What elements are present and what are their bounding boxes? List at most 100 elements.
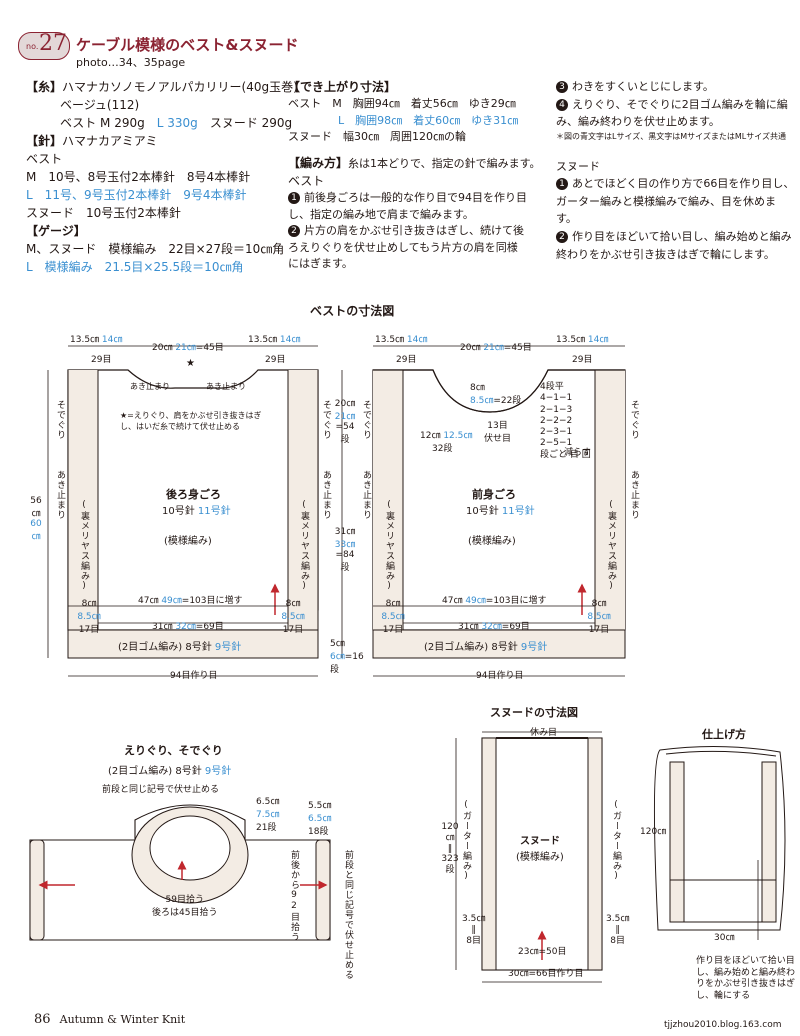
yarn-heading: 【糸】 — [26, 80, 63, 94]
size-vest-m: ベスト M 胸囲94㎝ 着丈56㎝ ゆき29㎝ — [288, 97, 516, 110]
back-armhole-r: そでぐり — [321, 400, 331, 440]
front-neck-bind: 13目伏せ目 — [484, 421, 512, 444]
neck-diagram-title: えりぐり、そでぐり — [124, 744, 223, 757]
materials-column: 【糸】ハマナカソノモノアルパカリリー(40g玉巻) ベージュ(112) ベスト … — [26, 78, 298, 276]
snood-rest-label: 休み目 — [530, 728, 558, 738]
snood-height-label: 120㎝‖323段 — [441, 822, 459, 876]
front-band-left: (裏メリヤス編み) — [384, 500, 394, 592]
star-mark: ★ — [186, 358, 195, 369]
snood-inner-label: 23㎝=50目 — [518, 947, 567, 957]
back-shoulder-label: 13.5㎝ 14㎝ — [70, 335, 123, 345]
front-shoulder-r-st: 29目 — [572, 355, 593, 365]
back-cast-on: 94目作り目 — [170, 671, 218, 681]
finish-note: 作り目をほどいて拾い目し、編み始めと編み終わりをかぶせ引き抜きはぎし、輪にする — [696, 956, 796, 1002]
needle-snood: スヌード 10号玉付2本棒針 — [26, 206, 181, 220]
finish-diagram — [653, 745, 786, 940]
finish-width: 30㎝ — [714, 933, 735, 943]
step-1: 前後身ごろは一般的な作り目で94目を作り目し、指定の編み地で肩まで編みます。 — [288, 191, 527, 221]
snood-cast-label: 30㎝=66目作り目 — [508, 969, 584, 979]
front-cast-on: 94目作り目 — [476, 671, 524, 681]
color-note: ＊図の青文字はLサイズ、黒文字はMサイズまたはMLサイズ共通 — [556, 131, 786, 141]
watermark-url: tjjzhou2010.blog.163.com — [664, 1020, 782, 1030]
photo-ref: photo…34、35page — [76, 56, 186, 69]
method-intro: 糸は1本どりで、指定の針で編みます。 — [348, 156, 541, 170]
armhole-bind-label: 前段と同じ記号で伏せ止める — [343, 850, 353, 980]
header: no. 27 ケーブル模様のベスト&スヌード photo…34、35page — [18, 30, 788, 69]
front-armhole-l: そでぐり — [361, 400, 371, 440]
step-2-icon: 2 — [288, 225, 300, 237]
step-2: 片方の肩をかぶせ引き抜きはぎし、続けて後ろえりぐりを伏せ止めしてもう片方の肩を同… — [288, 224, 524, 270]
back-neck-label: 20㎝ 21㎝=45目 — [152, 343, 224, 353]
back-open-stop-l: あき止まり — [130, 382, 170, 391]
instructions-column: 【でき上がり寸法】 ベスト M 胸囲94㎝ 着丈56㎝ ゆき29㎝ L 胸囲98… — [288, 78, 540, 273]
needle-m: M 10号、8号玉付2本棒針 8号4本棒針 — [26, 170, 251, 184]
back-band-left: (裏メリヤス編み) — [79, 500, 89, 592]
snood-diagram-title: スヌードの寸法図 — [490, 706, 578, 719]
back-shoulder-r-st: 29目 — [265, 355, 286, 365]
snood-heading: スヌード — [556, 159, 600, 173]
method-heading: 【編み方】 — [288, 155, 349, 170]
vest-diagram-title: ベストの寸法図 — [310, 304, 395, 318]
armhole-pick-label: 前後から92目拾う — [289, 850, 299, 942]
yarn-vest-m: ベスト M 290g — [60, 116, 145, 130]
back-shoulder-st: 29目 — [91, 355, 112, 365]
back-note: ★=えりぐり、肩をかぶせ引き抜きはぎし、はいだ糸で続けて伏せ止める — [120, 411, 262, 431]
snood-name: スヌード — [520, 836, 560, 847]
yarn-snood: スヌード 290g — [209, 116, 293, 130]
front-shoulder-r-label: 13.5㎝ 14㎝ — [556, 335, 609, 345]
finish-height: 120㎝ — [640, 827, 667, 837]
snood-edge-r: 3.5㎝‖8目 — [606, 914, 630, 946]
neck-bind-note: 前段と同じ記号で伏せ止める — [102, 785, 220, 795]
front-title: 前身ごろ — [472, 488, 516, 501]
snood-step-2: 作り目をほどいて拾い目し、編み始めと編み終わりをかぶせ引き抜きはぎで輪にします。 — [556, 229, 792, 261]
front-ribbing: (2目ゴム編み) 8号針 9号針 — [424, 642, 548, 653]
back-ribbing: (2目ゴム編み) 8号針 9号針 — [118, 642, 242, 653]
step-4-icon: 4 — [556, 98, 568, 111]
needle-brand: ハマナカアミアミ — [62, 134, 158, 148]
footer: 86 Autumn & Winter Knit — [34, 1008, 185, 1027]
size-heading: 【でき上がり寸法】 — [288, 80, 397, 94]
page-number: 86 — [34, 1012, 51, 1027]
vest-dim-lines — [47, 345, 625, 677]
back-pattern: (模様編み) — [164, 536, 212, 547]
book-title: Autumn & Winter Knit — [59, 1013, 186, 1026]
needle-vest: ベスト — [26, 152, 63, 166]
front-pattern: (模様編み) — [468, 536, 516, 547]
size-vest-l: L 胸囲98㎝ 着丈60㎝ ゆき31㎝ — [338, 113, 519, 127]
snood-pattern: (模様編み) — [516, 852, 564, 863]
front-inc-label: 47㎝ 49㎝=103目に増す — [442, 596, 547, 606]
front-open-r: あき止まり — [629, 470, 639, 520]
front-body-shape — [372, 369, 626, 659]
front-low-label: 31㎝ 32㎝=69目 — [458, 622, 530, 632]
yarn-color: ベージュ(112) — [60, 98, 140, 112]
neck-diagram — [29, 804, 331, 941]
back-inc-label: 47㎝ 49㎝=103目に増す — [138, 596, 243, 606]
back-band-right: (裏メリヤス編み) — [299, 500, 309, 592]
back-open-r: あき止まり — [321, 470, 331, 520]
pattern-number: 27 — [39, 31, 67, 56]
back-armhole-l: そでぐり — [55, 400, 65, 440]
front-open-l: あき止まり — [361, 470, 371, 520]
back-open-l: あき止まり — [55, 470, 65, 520]
front-armhole-r: そでぐり — [629, 400, 639, 440]
step-3: わきをすくいとじにします。 — [572, 80, 714, 93]
vest-diagram — [47, 345, 626, 677]
decrease-table: 4段平 4−1−1 2−1−3 2−2−2 2−3−1 2−5−1 段ごと 目 … — [540, 382, 591, 460]
front-needle: 10号針 11号針 — [466, 506, 535, 517]
snood-step-1: あとでほどく目の作り方で66目を作り目し、ガーター編みと模様編みで編み、目を休め… — [556, 177, 795, 226]
front-neck-label: 20㎝ 21㎝=45目 — [460, 343, 532, 353]
step-1-icon: 1 — [288, 192, 300, 204]
front-band-right: (裏メリヤス編み) — [606, 500, 616, 592]
snood-garter-l: (ガーター編み) — [461, 800, 471, 882]
gauge-m: M、スヌード 模様編み 22目×27段＝10㎝角 — [26, 242, 285, 256]
no-label: no. — [26, 42, 39, 51]
